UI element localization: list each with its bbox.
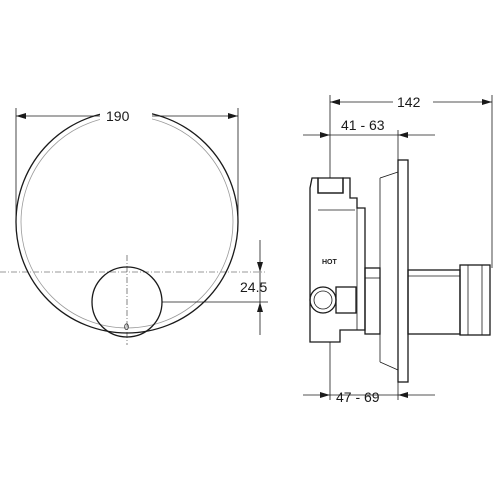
arrow-142-left	[330, 99, 340, 105]
rosette-back-top	[379, 171, 399, 179]
arrow-41-left	[320, 132, 330, 138]
dim-top-range: 41 - 63	[341, 117, 385, 133]
hot-label: HOT	[322, 259, 338, 266]
knob-mark: 0	[124, 322, 129, 332]
inlet-nut	[335, 286, 357, 314]
dim-side-depth: 142	[397, 94, 421, 110]
side-view: 142 41 - 63 HOT	[303, 92, 493, 405]
front-view: 0 190 24.5	[0, 106, 268, 345]
knob-side	[407, 269, 461, 335]
valve-top-cap	[317, 177, 344, 194]
arrow-47-left	[320, 392, 330, 398]
inlet-fitting-inner	[313, 290, 333, 310]
arrow-47-right	[398, 392, 408, 398]
arrow-right	[228, 113, 238, 119]
arrow-up	[257, 262, 263, 272]
dim-knob-offset: 24.5	[240, 279, 267, 295]
dim-bottom-range: 47 - 69	[336, 389, 380, 405]
arrow-41-right	[398, 132, 408, 138]
rosette-back-bottom	[379, 361, 399, 371]
dim-front-width: 190	[106, 108, 130, 124]
arrow-left	[16, 113, 26, 119]
arrow-down	[257, 302, 263, 312]
arrow-142-right	[482, 99, 492, 105]
spindle-sleeve	[364, 267, 381, 335]
knob-cap	[459, 264, 491, 336]
rosette-plate	[397, 159, 409, 383]
